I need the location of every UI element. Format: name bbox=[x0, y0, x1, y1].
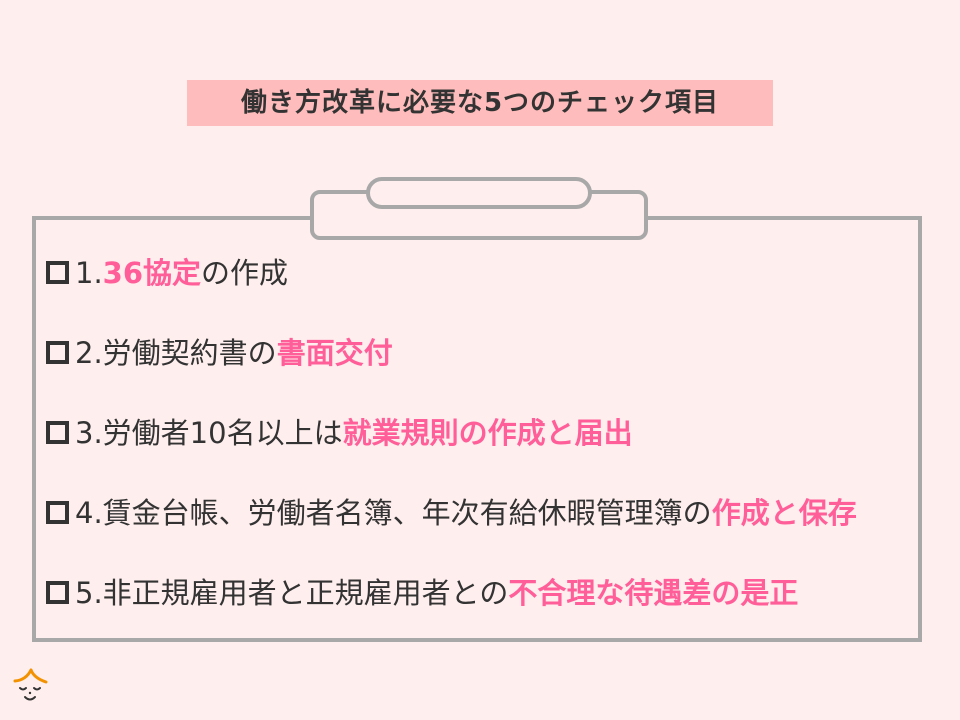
checklist-item: 2.労働契約書の書面交付 bbox=[46, 328, 857, 408]
item-number: 3. bbox=[75, 416, 103, 450]
checkbox-icon bbox=[46, 581, 69, 604]
checkbox-icon bbox=[46, 421, 69, 444]
face-logo-icon bbox=[13, 668, 48, 701]
item-text: 労働者10名以上は bbox=[102, 416, 343, 450]
item-highlight: 作成と保存 bbox=[711, 496, 857, 530]
item-text: の作成 bbox=[201, 256, 289, 290]
item-text: 非正規雇用者と正規雇用者との bbox=[102, 576, 509, 610]
checklist: 1.36協定の作成 2.労働契約書の書面交付 3.労働者10名以上は就業規則の作… bbox=[46, 248, 857, 648]
item-number: 4. bbox=[75, 496, 103, 530]
item-number: 5. bbox=[75, 576, 103, 610]
checkbox-icon bbox=[46, 261, 69, 284]
checklist-item: 1.36協定の作成 bbox=[46, 248, 857, 328]
item-highlight: 書面交付 bbox=[276, 336, 393, 370]
item-text: 賃金台帳、労働者名簿、年次有給休暇管理簿の bbox=[102, 496, 712, 530]
page-title: 働き方改革に必要な5つのチェック項目 bbox=[187, 80, 773, 126]
item-highlight: 就業規則の作成と届出 bbox=[342, 416, 633, 450]
item-text: 労働契約書の bbox=[102, 336, 277, 370]
item-number: 1. bbox=[75, 256, 103, 290]
checkbox-icon bbox=[46, 341, 69, 364]
checkbox-icon bbox=[46, 501, 69, 524]
checklist-item: 3.労働者10名以上は就業規則の作成と届出 bbox=[46, 408, 857, 488]
clipboard-clip-hole bbox=[366, 177, 592, 209]
checklist-item: 4.賃金台帳、労働者名簿、年次有給休暇管理簿の作成と保存 bbox=[46, 488, 857, 568]
item-highlight: 36協定 bbox=[102, 256, 202, 290]
item-highlight: 不合理な待遇差の是正 bbox=[508, 576, 799, 610]
checklist-item: 5.非正規雇用者と正規雇用者との不合理な待遇差の是正 bbox=[46, 568, 857, 648]
item-number: 2. bbox=[75, 336, 103, 370]
